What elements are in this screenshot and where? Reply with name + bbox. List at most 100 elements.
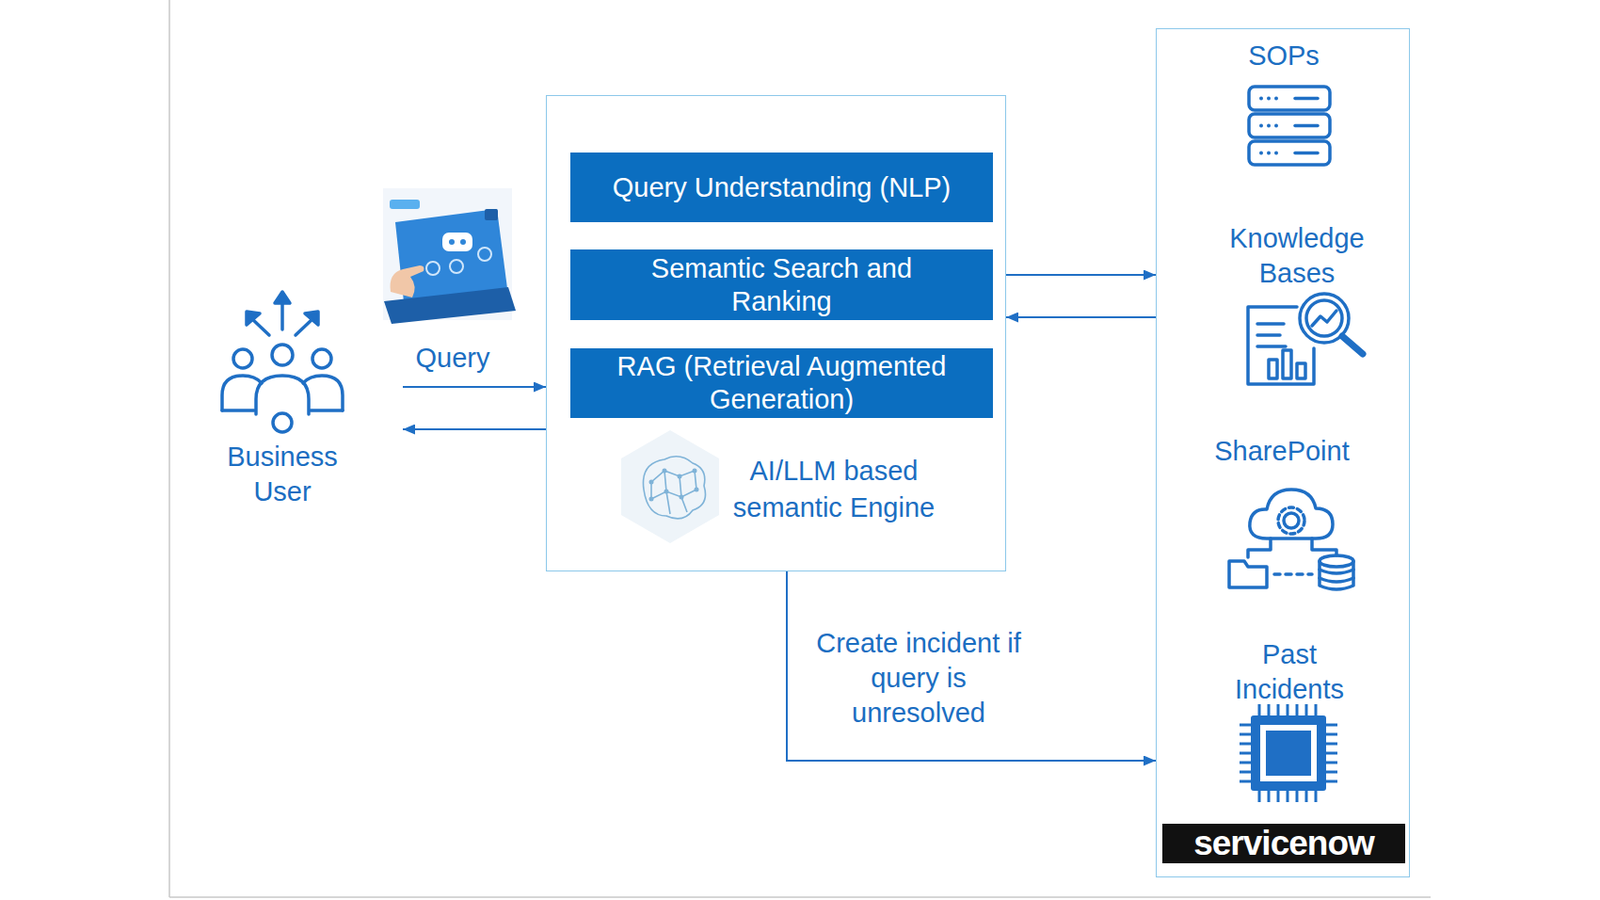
server-icon (1295, 124, 1318, 128)
brain-icon (651, 470, 695, 482)
brain-icon (621, 430, 720, 544)
server-icon (1248, 141, 1330, 165)
cloud-icon (1249, 489, 1333, 539)
chip-icon (1324, 780, 1338, 784)
server-icon (1274, 151, 1279, 156)
chip-icon (1324, 742, 1338, 746)
chip-icon (1239, 704, 1338, 802)
brain-icon (664, 470, 671, 514)
report-icon (1296, 363, 1306, 379)
cloud-icon (1274, 572, 1312, 576)
source-box: SOPsKnowledge BasesSharePointPast Incide… (1155, 28, 1410, 878)
chip-icon (1286, 704, 1290, 718)
chip-icon (1324, 733, 1338, 736)
brain-icon (621, 430, 720, 544)
arrow-connector (402, 428, 546, 431)
cloud-icon (1278, 507, 1305, 534)
frame-line (169, 0, 1431, 897)
frame-line (168, 0, 171, 897)
chip-icon (1324, 723, 1338, 727)
arrow-connector (1006, 316, 1156, 319)
chip-icon (1314, 788, 1318, 802)
arrow-connector (402, 385, 546, 388)
process-band: Semantic Search and Ranking (570, 249, 993, 320)
laptop-illustration (426, 261, 440, 275)
chip-icon (1277, 788, 1280, 802)
server-icon (1259, 124, 1264, 128)
report-icon (1268, 359, 1278, 379)
brain-icon (664, 489, 670, 495)
report-icon (1248, 306, 1314, 384)
report-icon (1257, 333, 1280, 337)
brain-icon (694, 487, 700, 493)
server-icon (1259, 96, 1264, 101)
brain-icon (692, 468, 698, 474)
chip-icon (1239, 733, 1253, 736)
node-text: Business User (221, 439, 344, 510)
brain-icon (650, 481, 653, 499)
logo-band: servicenow (1162, 823, 1406, 864)
server-icon (1274, 124, 1279, 128)
engine-box: AI/LLM based semantic EngineQuery Unders… (545, 95, 1007, 572)
server-icon (1248, 113, 1330, 138)
cloud-icon (1312, 538, 1337, 556)
server-icon (1259, 151, 1264, 156)
brain-icon (649, 480, 655, 485)
node-text: servicenow (1193, 824, 1375, 863)
node-text: SOPs (1156, 38, 1411, 74)
chip-icon (1258, 704, 1262, 718)
cloud-icon (1319, 555, 1354, 567)
report-icon (1248, 293, 1363, 384)
server-icon (1248, 86, 1330, 111)
actor-node: Business User (202, 282, 403, 509)
laptop-illustration (448, 239, 455, 245)
brain-icon (642, 456, 705, 519)
laptop-illustration (449, 259, 464, 273)
user-icon (256, 375, 309, 415)
report-icon (1306, 300, 1343, 336)
node-text: Semantic Search and Ranking (626, 252, 938, 319)
arrow-connector (786, 571, 1156, 761)
chip-icon (1324, 770, 1338, 774)
process-band: RAG (Retrieval Augmented Generation) (570, 348, 993, 418)
laptop-illustration (460, 239, 466, 245)
chip-icon (1324, 752, 1338, 755)
brain-icon (649, 496, 655, 502)
cloud-icon (1319, 560, 1354, 590)
laptop-illustration (484, 208, 498, 221)
laptop-illustration (478, 247, 492, 261)
chip-icon (1314, 704, 1318, 718)
frame-line (169, 896, 1431, 898)
chip-icon (1250, 715, 1327, 791)
brain-icon (679, 495, 685, 500)
report-icon (1282, 350, 1292, 379)
cloud-icon (1283, 512, 1299, 528)
chip-icon (1305, 704, 1309, 718)
server-icon (1266, 124, 1271, 128)
user-icon (274, 291, 290, 304)
chip-icon (1267, 788, 1271, 802)
brain-icon (651, 489, 697, 499)
edge-label: Query (405, 340, 500, 376)
chip-icon (1277, 704, 1280, 718)
user-icon (304, 311, 319, 325)
brain-icon (677, 474, 683, 480)
laptop-illustration (442, 232, 473, 252)
user-icon (310, 408, 343, 413)
user-icon (246, 311, 260, 325)
brain-icon (694, 470, 697, 490)
chip-icon (1260, 724, 1317, 782)
process-band: Query Understanding (NLP) (570, 152, 993, 223)
chip-icon (1296, 788, 1299, 802)
chip-icon (1239, 770, 1253, 774)
chip-icon (1296, 704, 1299, 718)
server-icon (1259, 96, 1279, 156)
node-text: Query Understanding (NLP) (612, 171, 951, 205)
chip-icon (1286, 788, 1290, 802)
arrow-connector (1006, 273, 1156, 276)
server-icon (1248, 86, 1330, 165)
chip-icon (1239, 752, 1253, 755)
chip-icon (1239, 704, 1338, 802)
